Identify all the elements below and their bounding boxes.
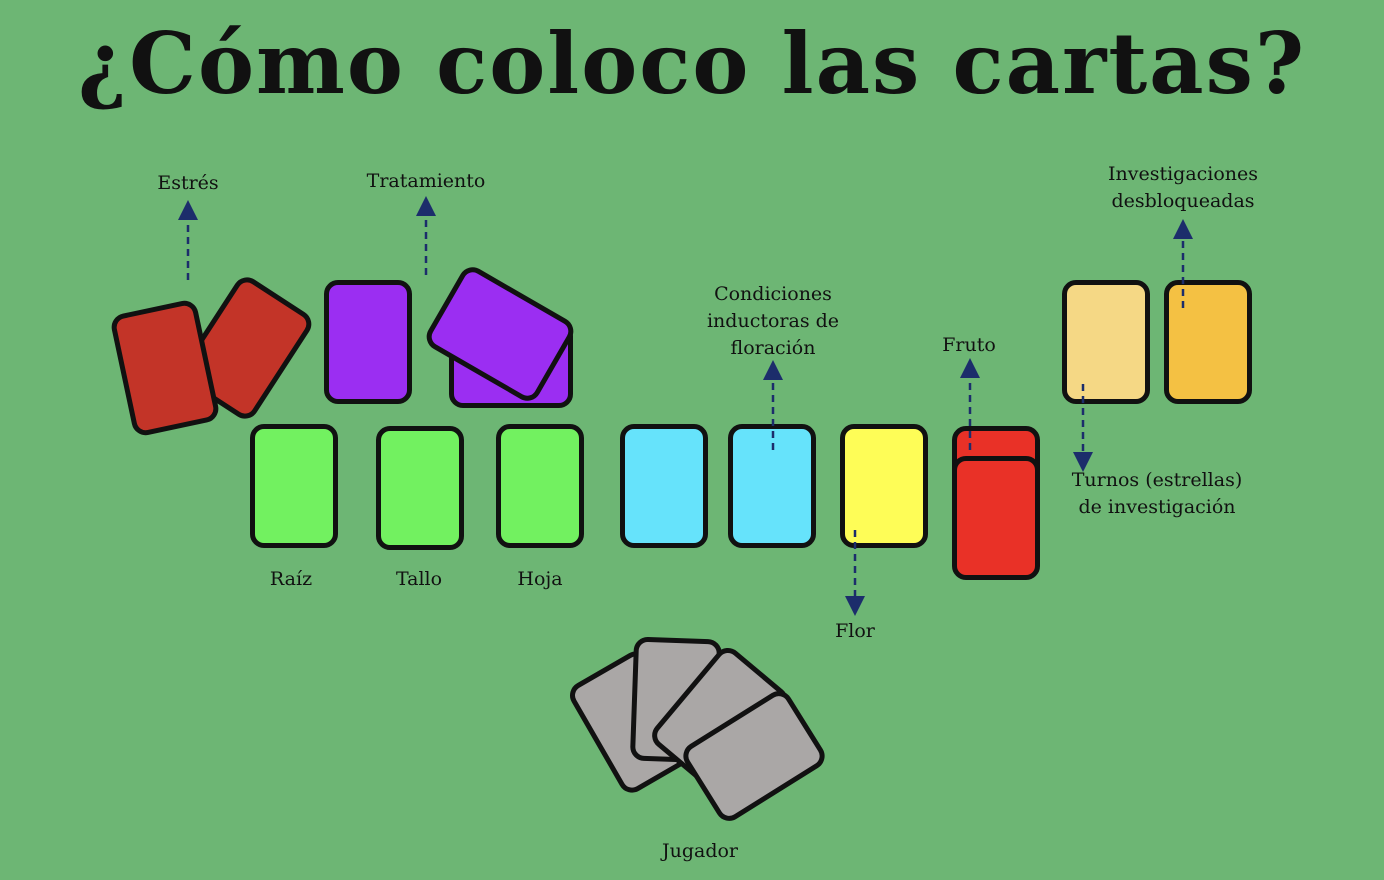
label-investigaciones-1: Investigaciones xyxy=(1107,163,1259,185)
label-tratamiento: Tratamiento xyxy=(366,170,486,192)
label-turnos-1: Turnos (estrellas) xyxy=(1071,469,1243,491)
label-flor: Flor xyxy=(835,620,875,642)
label-investigaciones-2: desbloqueadas xyxy=(1111,190,1255,212)
page-title: ¿Cómo coloco las cartas? xyxy=(77,14,1307,113)
label-estres: Estrés xyxy=(157,172,219,194)
label-jugador: Jugador xyxy=(661,840,739,862)
stem-card xyxy=(376,426,464,550)
leaf-card xyxy=(496,424,584,548)
fruit-card xyxy=(952,456,1040,580)
research-unlocked-card xyxy=(1164,280,1252,404)
flower-card xyxy=(840,424,928,548)
label-raiz: Raíz xyxy=(269,568,313,590)
label-fruto: Fruto xyxy=(942,334,996,356)
label-condiciones-1: Condiciones xyxy=(714,283,832,305)
condition-card xyxy=(620,424,708,548)
research-turns-card xyxy=(1062,280,1150,404)
label-turnos-2: de investigación xyxy=(1078,496,1236,518)
label-hoja: Hoja xyxy=(517,568,563,590)
treatment-card xyxy=(324,280,412,404)
label-condiciones-3: floración xyxy=(730,337,816,359)
label-condiciones-2: inductoras de xyxy=(706,310,840,332)
label-tallo: Tallo xyxy=(395,568,443,590)
root-card xyxy=(250,424,338,548)
